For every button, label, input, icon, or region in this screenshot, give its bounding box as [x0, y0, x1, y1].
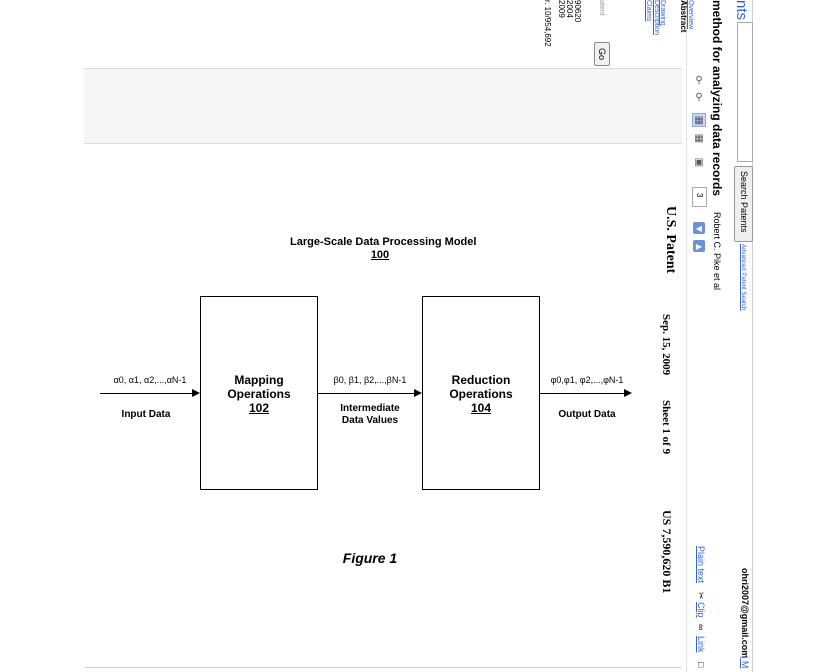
link-link[interactable]: Link: [696, 636, 706, 653]
mapping-box: [200, 296, 318, 490]
patent-number-field[interactable]: atent: [594, 0, 608, 20]
clip-icon[interactable]: ✂: [696, 592, 706, 600]
output-symbols: φ0,φ1, φ2,...,φN-1: [550, 375, 624, 385]
user-email: ohri2007@gmail.com: [740, 568, 750, 659]
mid-arrow-head: [414, 389, 422, 397]
reduction-ref: 104: [470, 401, 492, 415]
viewer-toolbar-band: [84, 68, 682, 144]
next-page-button[interactable]: ▶: [693, 240, 705, 252]
intermediate-label-2: Data Values: [341, 415, 399, 426]
prev-page-button[interactable]: ◀: [693, 222, 705, 234]
mapping-label-1: Mapping: [234, 373, 284, 387]
intermediate-symbols: β0, β1, β2,...,βN-1: [333, 375, 407, 385]
single-page-icon[interactable]: ▦: [692, 113, 706, 127]
search-button-label: Search Patents: [739, 171, 749, 233]
patent-authors: Robert C. Pike et al: [712, 212, 722, 291]
mid-arrow-line: [318, 393, 414, 394]
search-patents-button[interactable]: Search Patents: [734, 166, 753, 242]
fullscreen-icon[interactable]: ▣: [694, 156, 704, 168]
advanced-search-link[interactable]: Advanced Patent Search: [740, 244, 746, 311]
reduction-label-2: Operations: [449, 387, 513, 401]
more-icon[interactable]: □: [696, 662, 706, 668]
figure-caption: Figure 1: [342, 550, 398, 566]
sheet-count: Sheet 1 of 9: [660, 400, 672, 455]
link-icon[interactable]: ∞: [696, 624, 706, 631]
plain-text-link[interactable]: Plain text: [696, 546, 706, 584]
zoom-out-icon[interactable]: ⚲: [695, 74, 703, 86]
figure-title: Large-Scale Data Processing Model: [290, 236, 477, 248]
meta-line-4: r. 10/954,692: [543, 0, 552, 47]
sheet-patent-number: US 7,590,620 B1: [660, 510, 674, 594]
nav-drawing[interactable]: Drawing: [659, 0, 666, 26]
reduction-label-1: Reduction: [451, 373, 511, 387]
nav-description[interactable]: Description: [653, 0, 660, 36]
grid-view-icon[interactable]: ▦: [694, 132, 704, 144]
input-arrow-head: [192, 389, 200, 397]
intermediate-label-1: Intermediate: [340, 403, 400, 414]
nav-abstract[interactable]: Abstract: [679, 0, 688, 33]
nav-overview[interactable]: Overview: [687, 0, 694, 30]
app-title: nts: [733, 0, 750, 21]
sheet-label: U.S. Patent: [663, 206, 678, 274]
output-arrow-line: [540, 393, 624, 394]
search-input[interactable]: [737, 22, 753, 162]
viewer-edge: [686, 0, 687, 672]
page-number-value: 3: [695, 193, 704, 198]
nav-claims[interactable]: Claims: [645, 0, 652, 22]
sheet-date: Sep. 15, 2009: [660, 314, 672, 376]
patent-title: method for analyzing data records: [710, 0, 724, 197]
output-label: Output Data: [558, 409, 616, 420]
user-menu-link[interactable]: | M: [740, 656, 750, 669]
clip-link[interactable]: Clip: [696, 602, 706, 618]
meta-line-3: 2009: [557, 0, 566, 18]
page-number-input[interactable]: 3: [692, 187, 707, 207]
output-arrow-head: [624, 389, 632, 397]
input-arrow-line: [100, 393, 192, 394]
input-label: Input Data: [121, 409, 171, 420]
zoom-in-icon[interactable]: ⚲: [695, 91, 703, 103]
right-divider: [752, 0, 753, 672]
patent-field-placeholder: atent: [598, 0, 605, 16]
go-button[interactable]: Go: [594, 42, 610, 66]
go-button-label: Go: [597, 48, 607, 61]
reduction-box: [422, 296, 540, 490]
input-symbols: α0, α1, α2,...,αN-1: [113, 375, 187, 385]
bottom-divider: [84, 667, 682, 668]
figure-title-ref: 100: [370, 249, 390, 261]
mapping-ref: 102: [248, 401, 270, 415]
meta-line-2: 2004: [565, 0, 574, 18]
mapping-label-2: Operations: [227, 387, 291, 401]
meta-line-1: 90620: [573, 0, 582, 23]
